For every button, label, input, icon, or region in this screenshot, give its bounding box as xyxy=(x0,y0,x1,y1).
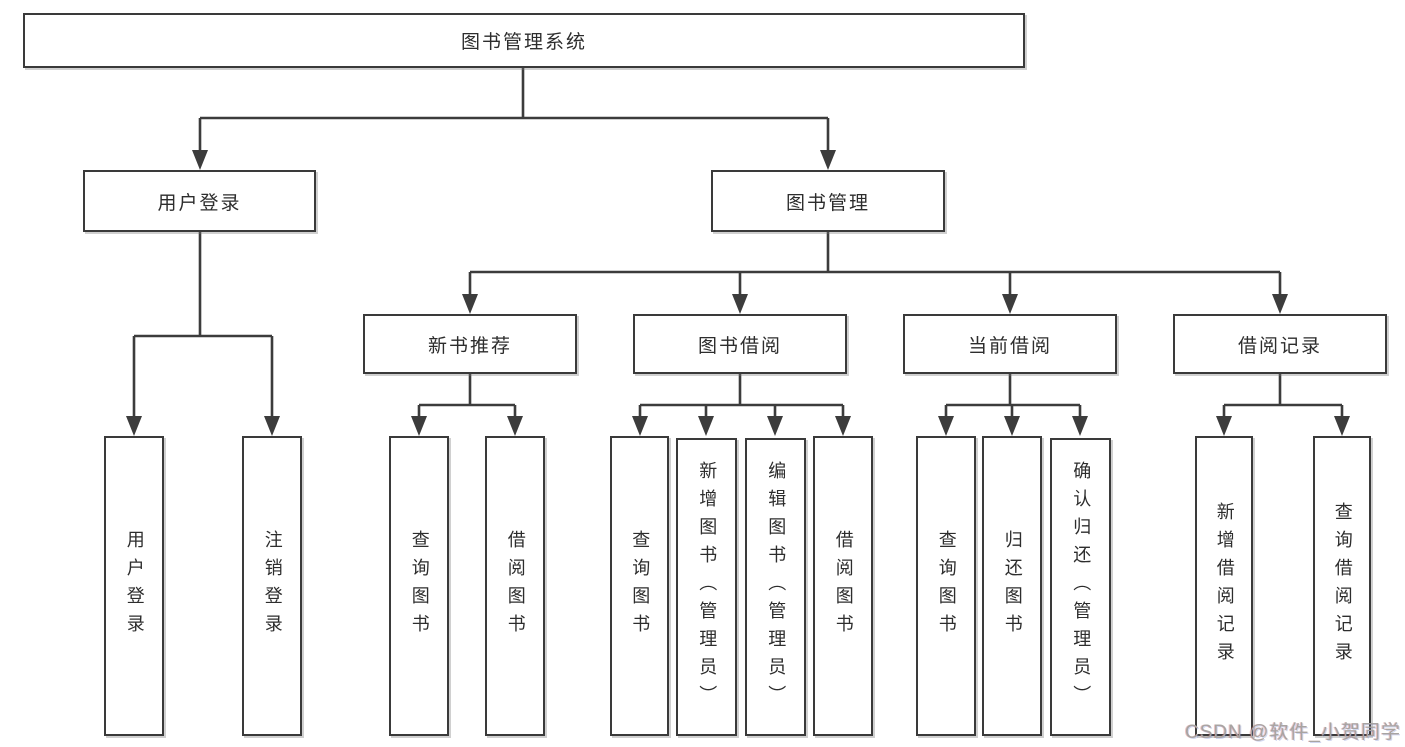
arrow-down-icon xyxy=(411,416,427,436)
arrow-down-icon xyxy=(192,150,208,170)
leaf-borrow-books: 借阅图书 xyxy=(813,436,873,736)
arrow-down-icon xyxy=(507,416,523,436)
arrow-down-icon xyxy=(264,416,280,436)
leaf-edit-books-admin: 编辑图书（管理员） xyxy=(745,438,806,736)
node-new-book-recommend: 新书推荐 xyxy=(363,314,577,374)
leaf-confirm-return-admin: 确认归还（管理员） xyxy=(1050,438,1111,736)
node-borrowing-records: 借阅记录 xyxy=(1173,314,1387,374)
leaf-borrow-books-recommend: 借阅图书 xyxy=(485,436,545,736)
leaf-logout: 注销登录 xyxy=(242,436,302,736)
arrow-down-icon xyxy=(835,416,851,436)
node-user-login: 用户登录 xyxy=(83,170,316,232)
node-current-borrowing: 当前借阅 xyxy=(903,314,1117,374)
leaf-return-books: 归还图书 xyxy=(982,436,1042,736)
leaf-user-login: 用户登录 xyxy=(104,436,164,736)
node-library-management-system: 图书管理系统 xyxy=(23,13,1025,68)
leaf-query-borrow-record: 查询借阅记录 xyxy=(1313,436,1371,736)
arrow-down-icon xyxy=(698,416,714,436)
leaf-add-borrow-record: 新增借阅记录 xyxy=(1195,436,1253,736)
leaf-query-books-borrow: 查询图书 xyxy=(610,436,669,736)
arrow-down-icon xyxy=(462,294,478,314)
arrow-down-icon xyxy=(1072,416,1088,436)
arrow-down-icon xyxy=(820,150,836,170)
node-book-borrowing: 图书借阅 xyxy=(633,314,847,374)
node-book-management: 图书管理 xyxy=(711,170,945,232)
leaf-query-books-current: 查询图书 xyxy=(916,436,976,736)
arrow-down-icon xyxy=(1004,416,1020,436)
arrow-down-icon xyxy=(1216,416,1232,436)
csdn-watermark: CSDN @软件_小贺同学 xyxy=(1185,722,1401,743)
leaf-add-books-admin: 新增图书（管理员） xyxy=(676,438,737,736)
arrow-down-icon xyxy=(732,294,748,314)
arrow-down-icon xyxy=(938,416,954,436)
arrow-down-icon xyxy=(1334,416,1350,436)
arrow-down-icon xyxy=(126,416,142,436)
arrow-down-icon xyxy=(1002,294,1018,314)
arrow-down-icon xyxy=(632,416,648,436)
arrow-down-icon xyxy=(767,416,783,436)
arrow-down-icon xyxy=(1272,294,1288,314)
leaf-query-books-recommend: 查询图书 xyxy=(389,436,449,736)
